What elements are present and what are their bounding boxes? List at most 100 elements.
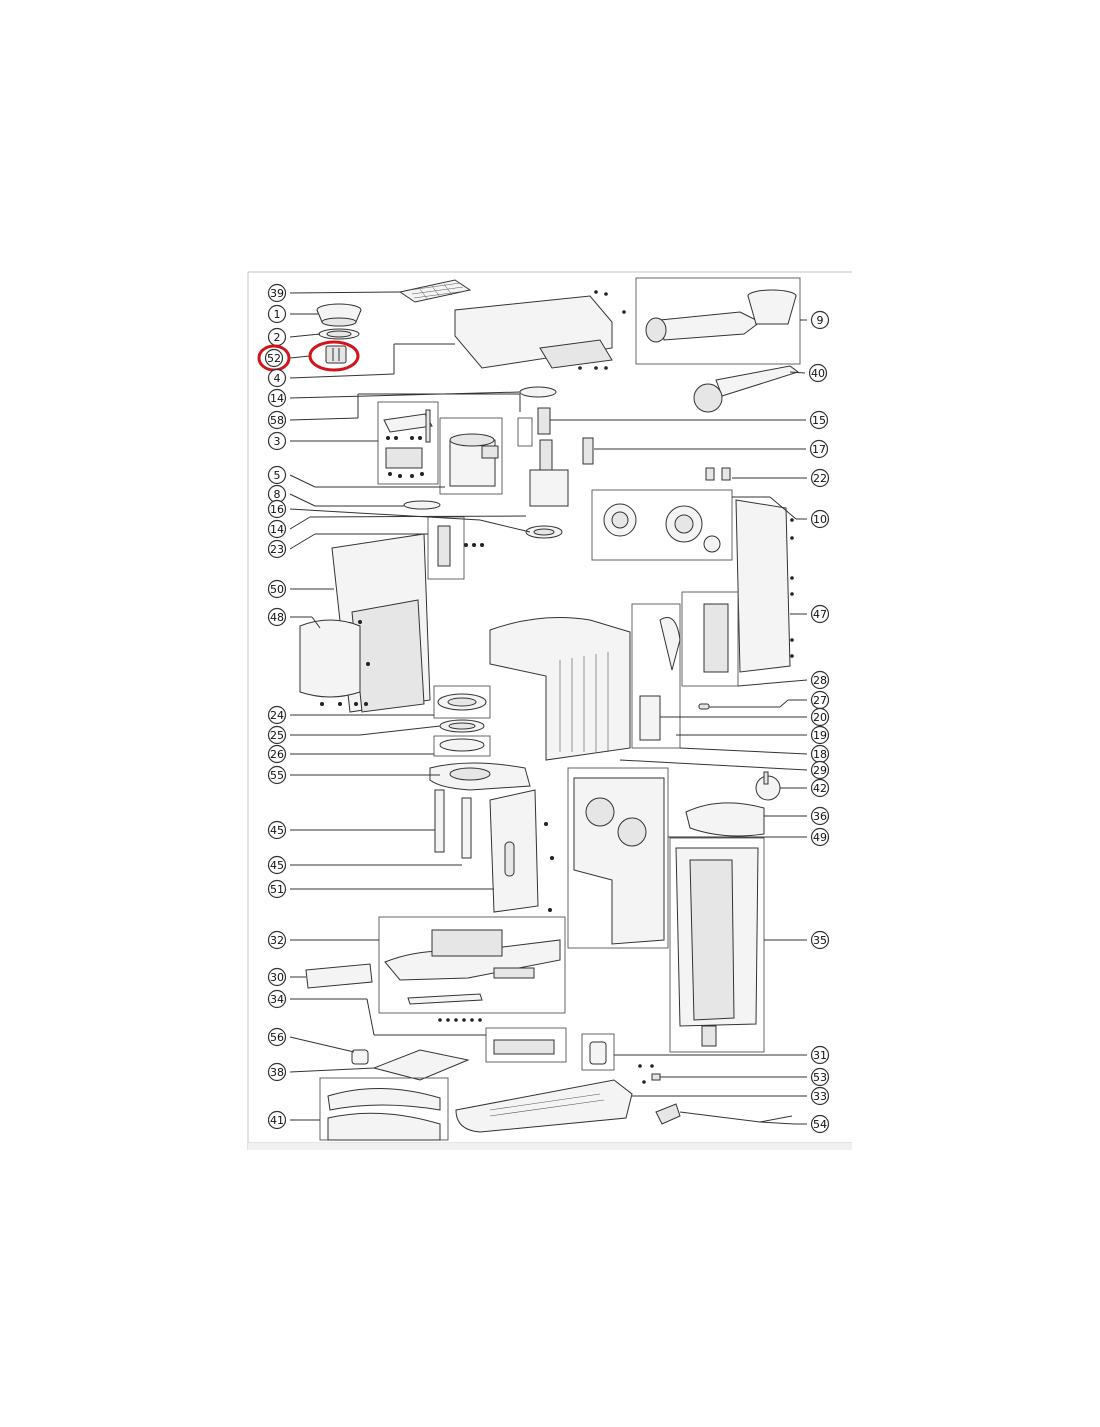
part-27 <box>698 703 710 710</box>
leader-line-c4 <box>289 373 395 379</box>
callout-c48: 48 <box>267 607 287 627</box>
part-tubes-45 <box>434 789 472 859</box>
callout-c45a: 45 <box>267 820 287 840</box>
callout-circle-c19 <box>810 725 830 745</box>
callout-label-c26: 26 <box>270 748 284 761</box>
callout-circle-c23 <box>267 539 287 559</box>
part-heater-18-28 <box>631 591 739 749</box>
part-module-34 <box>438 1018 567 1063</box>
part-boiler-10 <box>591 489 733 561</box>
callout-c42: 42 <box>810 778 830 798</box>
leader-line-c14b <box>309 515 527 518</box>
callout-c55: 55 <box>267 765 287 785</box>
callout-label-c32: 32 <box>270 934 284 947</box>
callout-circle-c54 <box>810 1114 830 1134</box>
part-cap-56 <box>351 1049 369 1065</box>
part-cord-54 <box>655 1103 795 1125</box>
callout-circle-c38 <box>267 1062 287 1082</box>
callout-circle-c14a <box>267 388 287 408</box>
callout-label-c45b: 45 <box>270 859 284 872</box>
callout-circle-c58 <box>267 410 287 430</box>
part-31-53 <box>581 1033 661 1084</box>
callout-circle-c24 <box>267 705 287 725</box>
callout-circle-c5 <box>267 465 287 485</box>
callout-label-c14a: 14 <box>270 392 284 405</box>
part-chassis-29 <box>489 617 631 761</box>
leader-line-c18 <box>679 747 808 755</box>
callout-label-c48: 48 <box>270 611 284 624</box>
callout-label-c47: 47 <box>813 608 827 621</box>
leader-line-c56 <box>289 1036 355 1053</box>
callout-circle-c47 <box>810 604 830 624</box>
callout-c39: 39 <box>267 283 287 303</box>
callout-label-c34: 34 <box>270 993 284 1006</box>
callout-circle-c45b <box>267 855 287 875</box>
callout-label-c49: 49 <box>813 831 827 844</box>
callout-circle-c20 <box>810 707 830 727</box>
callout-label-c41: 41 <box>270 1114 284 1127</box>
callout-label-c1: 1 <box>274 308 281 321</box>
callout-circle-c33 <box>810 1086 830 1106</box>
callout-circle-c41 <box>267 1110 287 1130</box>
part-base-32 <box>378 916 566 1014</box>
callout-label-c20: 20 <box>813 711 827 724</box>
callout-circle-c9 <box>810 310 830 330</box>
callout-circle-c28 <box>810 670 830 690</box>
callout-label-c36: 36 <box>813 810 827 823</box>
leader-line-c10 <box>769 496 797 520</box>
callout-c4: 4 <box>267 368 287 388</box>
part-panel-47 <box>735 499 794 673</box>
callout-circle-c16 <box>267 499 287 519</box>
callout-c5: 5 <box>267 465 287 485</box>
callout-circle-c29 <box>810 760 830 780</box>
callout-label-c24: 24 <box>270 709 284 722</box>
callout-circle-c40 <box>808 363 828 383</box>
part-portafilter-9 <box>635 277 801 365</box>
callout-c56: 56 <box>267 1027 287 1047</box>
callout-label-c33: 33 <box>813 1090 827 1103</box>
callout-c36: 36 <box>810 806 830 826</box>
callout-c16: 16 <box>267 499 287 519</box>
callout-c3: 3 <box>267 431 287 451</box>
callout-circle-c10 <box>810 509 830 529</box>
callout-circle-c17 <box>809 439 829 459</box>
callout-circle-c22 <box>810 468 830 488</box>
part-ring-14 <box>519 386 557 398</box>
leader-line-c29 <box>619 759 808 771</box>
leader-line-c28 <box>737 679 808 687</box>
callout-c32: 32 <box>267 930 287 950</box>
leader-line-c2 <box>289 333 321 338</box>
callout-label-c40: 40 <box>811 367 825 380</box>
part-52-highlighted <box>325 345 347 364</box>
part-gasket-8 <box>403 500 441 510</box>
callout-c15: 15 <box>809 410 829 430</box>
callout-label-c2: 2 <box>274 331 281 344</box>
part-filter-2 <box>318 328 360 340</box>
callout-c14a: 14 <box>267 388 287 408</box>
callout-circle-c30 <box>267 967 287 987</box>
callout-circle-c50 <box>267 579 287 599</box>
leader-line-c48 <box>311 616 321 629</box>
callout-label-c8: 8 <box>274 488 281 501</box>
callout-c20: 20 <box>810 707 830 727</box>
callout-c33: 33 <box>810 1086 830 1106</box>
callout-circle-c49 <box>810 827 830 847</box>
part-panel-51 <box>489 789 554 913</box>
callout-c38: 38 <box>267 1062 287 1082</box>
callout-c45b: 45 <box>267 855 287 875</box>
callout-label-c39: 39 <box>270 287 284 300</box>
part-pump-15-16 <box>517 407 569 539</box>
callout-circle-c36 <box>810 806 830 826</box>
callout-label-c23: 23 <box>270 543 284 556</box>
part-tank-35 <box>669 837 765 1053</box>
leader-line-c34 <box>366 998 375 1036</box>
callout-c23: 23 <box>267 539 287 559</box>
callout-c49: 49 <box>810 827 830 847</box>
callout-c14b: 14 <box>267 519 287 539</box>
part-grid-38 <box>372 1049 470 1081</box>
callout-c25: 25 <box>267 725 287 745</box>
leader-line-c38 <box>289 1067 375 1073</box>
callout-label-c31: 31 <box>813 1049 827 1062</box>
